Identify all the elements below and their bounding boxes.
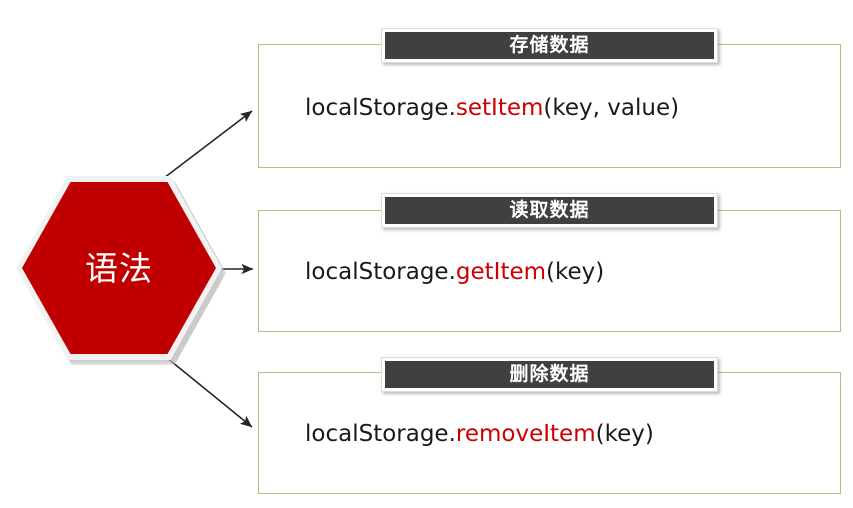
branch-code-3: localStorage.removeItem(key): [305, 421, 654, 447]
code-method-2: getItem: [455, 259, 547, 285]
branch-box-1[interactable]: localStorage.setItem(key, value): [258, 44, 841, 168]
code-prefix-1: localStorage.: [305, 95, 456, 121]
branch-header-fill-3: 删除数据: [385, 361, 714, 388]
root-node-hexagon[interactable]: 语法: [16, 176, 226, 365]
branch-header-3[interactable]: 删除数据: [381, 357, 718, 392]
branch-box-3[interactable]: localStorage.removeItem(key): [258, 372, 841, 494]
code-suffix-2: (key): [546, 259, 605, 285]
branch-header-fill-1: 存储数据: [385, 32, 714, 59]
hexagon-fill: 语法: [22, 182, 216, 354]
code-method-1: setItem: [455, 95, 544, 121]
branch-header-1[interactable]: 存储数据: [381, 28, 718, 63]
branch-header-fill-2: 读取数据: [385, 197, 714, 224]
code-method-3: removeItem: [455, 421, 596, 447]
branch-header-label-3: 删除数据: [509, 363, 590, 385]
connector-arrow-1: [159, 110, 253, 182]
branch-box-2[interactable]: localStorage.getItem(key): [258, 210, 841, 332]
code-prefix-2: localStorage.: [305, 259, 456, 285]
code-suffix-1: (key, value): [543, 95, 680, 121]
branch-header-2[interactable]: 读取数据: [381, 193, 718, 228]
code-prefix-3: localStorage.: [305, 421, 456, 447]
code-suffix-3: (key): [595, 421, 654, 447]
root-node-label: 语法: [85, 248, 153, 288]
branch-header-label-1: 存储数据: [509, 34, 590, 56]
branch-code-1: localStorage.setItem(key, value): [305, 95, 679, 121]
branch-header-label-2: 读取数据: [509, 199, 590, 221]
branch-code-2: localStorage.getItem(key): [305, 259, 604, 285]
